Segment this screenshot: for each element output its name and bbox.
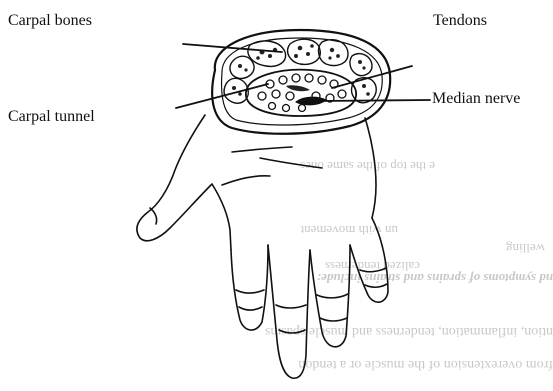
label-carpal-bones: Carpal bones bbox=[8, 12, 92, 30]
carpal-tunnel bbox=[246, 70, 356, 116]
hand-outline bbox=[137, 115, 231, 250]
finger-middle bbox=[268, 245, 310, 378]
palm-crease-3 bbox=[232, 147, 292, 152]
label-tendons: Tendons bbox=[433, 12, 487, 30]
wrist-section-outline bbox=[212, 30, 390, 134]
pointer-carpal-bones bbox=[183, 44, 282, 52]
palm-crease-1 bbox=[222, 176, 270, 185]
finger-index bbox=[231, 245, 268, 330]
hand-outline-right bbox=[365, 118, 376, 218]
label-median-nerve: Median nerve bbox=[432, 90, 520, 108]
palm-crease-2 bbox=[260, 158, 322, 168]
finger-pinky bbox=[350, 218, 388, 302]
tendons bbox=[258, 74, 346, 112]
pointer-median-nerve bbox=[318, 100, 430, 101]
label-carpal-tunnel: Carpal tunnel bbox=[8, 108, 95, 126]
